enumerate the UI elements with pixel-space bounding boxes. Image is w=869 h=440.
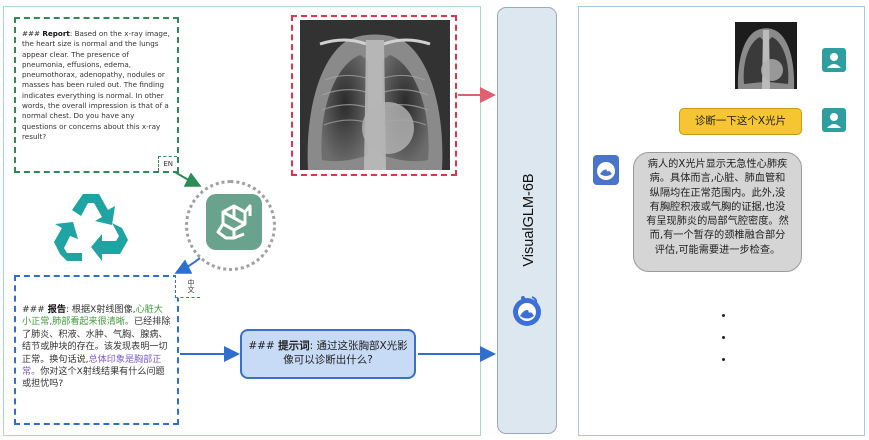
recycle-icon <box>54 194 128 261</box>
user-avatar-icon <box>822 48 846 72</box>
english-report-card: ### Report: Based on the x-ray image, th… <box>14 17 179 173</box>
ellipsis-dot <box>722 336 725 339</box>
report-en-prefix: ### <box>22 29 41 38</box>
lang-tag-en: EN <box>158 155 177 171</box>
report-zh-purple: 总体印象是胸部正常。 <box>22 354 162 378</box>
lang-tag-zh: 中文 <box>175 275 200 298</box>
report-en-title: Report <box>42 29 70 38</box>
visualglm-logo-icon <box>513 296 541 326</box>
prompt-card: ### 提示词: 通过这张胸部X光影像可以诊断出什么? <box>240 329 416 379</box>
prompt-title: 提示词 <box>278 340 310 352</box>
report-en-body: : Based on the x-ray image, the heart si… <box>22 29 170 141</box>
report-zh-green: 心脏大小正常,肺部看起来很清晰。 <box>22 305 163 328</box>
model-label-text: VisualGLM-6B <box>521 173 537 266</box>
report-to-gpt-arrow <box>174 171 202 187</box>
xray-frame <box>291 15 457 176</box>
report-zh-part2: 已经排除了肺炎、积液、水肿、气胸、腺病、结节或肿块的存在。该发现表明一切正常。换… <box>22 317 171 365</box>
prompt-body: : 通过这张胸部X光影像可以诊断出什么? <box>283 340 408 366</box>
report-zh-prefix: ### <box>22 305 45 315</box>
report-zh-part3: 你对这个X射线结果有什么问题或担忧吗? <box>22 367 165 390</box>
report-zh-part1: : 根据X射线图像, <box>65 305 136 315</box>
openai-logo-icon <box>206 194 262 250</box>
chatgpt-ring <box>185 180 276 271</box>
chest-xray-image <box>300 20 450 170</box>
prompt-prefix: ### <box>248 340 275 352</box>
visualglm-model-block <box>497 7 557 434</box>
bot-message-bubble: 病人的X光片显示无急性心肺疾病。具体而言,心脏、肺血管和纵隔均在正常范围内。此外… <box>633 152 802 272</box>
ellipsis-dot <box>722 314 725 317</box>
model-label: VisualGLM-6B <box>521 173 537 266</box>
report-zh-title: 报告 <box>47 305 66 315</box>
gpt-to-zh-arrow <box>174 257 201 274</box>
user-message-bubble: 诊断一下这个X光片 <box>679 108 802 135</box>
chinese-report-card: ### 报告: 根据X射线图像,心脏大小正常,肺部看起来很清晰。已经排除了肺炎、… <box>14 275 200 425</box>
user-avatar-icon <box>822 108 846 132</box>
bot-avatar-icon <box>593 155 619 185</box>
ellipsis-dot <box>722 358 725 361</box>
chat-xray-image <box>735 22 797 89</box>
